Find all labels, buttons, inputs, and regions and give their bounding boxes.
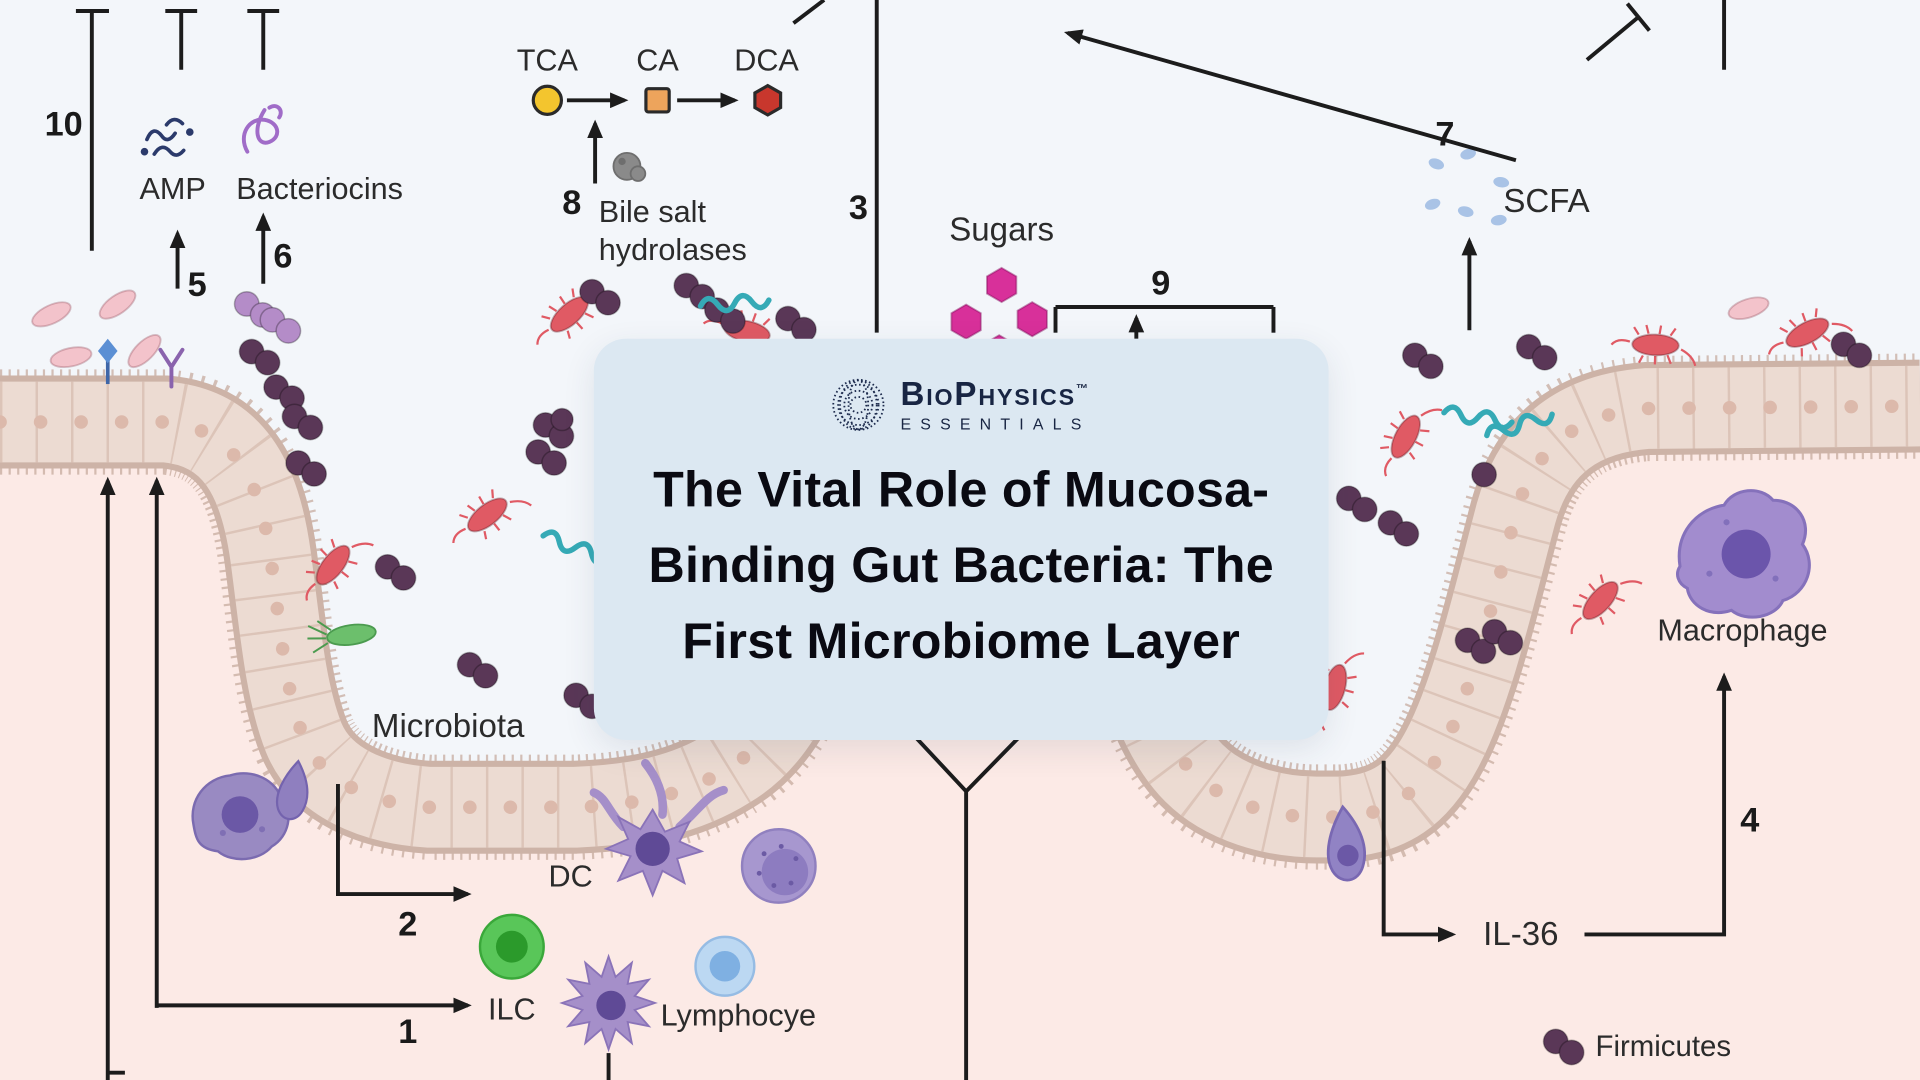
- label-sugars: Sugars: [949, 210, 1055, 248]
- label-dc: DC: [548, 859, 593, 894]
- brand-tm: ™: [1075, 382, 1089, 397]
- green-rod-bacterium: [307, 620, 377, 654]
- label-dca: DCA: [734, 43, 799, 78]
- bacteriocin-peptide-icon: [241, 104, 283, 154]
- step-number-9: 9: [1151, 264, 1171, 302]
- step-number-3: 3: [848, 188, 868, 227]
- goblet-cell: [275, 759, 309, 821]
- label-tca: TCA: [516, 43, 578, 78]
- title-line-2: Binding Gut Bacteria: The: [648, 536, 1274, 594]
- label-bile-salt-line1: Bile salt: [598, 195, 706, 230]
- tca-molecule-icon: [531, 84, 564, 116]
- spiky-dendritic-cell: [559, 953, 658, 1053]
- step-number-6: 6: [273, 237, 293, 276]
- label-ca: CA: [636, 43, 679, 78]
- brand-name: BioPhysics™: [900, 375, 1089, 413]
- receptor-y-icon: [158, 347, 185, 389]
- label-firmicutes: Firmicutes: [1595, 1030, 1732, 1064]
- brand-subtitle: ESSENTIALS: [900, 414, 1091, 433]
- step-number-8: 8: [562, 183, 582, 222]
- ilc-cell: [478, 913, 545, 980]
- dca-molecule-icon: [753, 83, 783, 117]
- title-line-3: First Microbiome Layer: [682, 612, 1241, 670]
- label-lymphocyte: Lymphocye: [660, 998, 817, 1034]
- amp-peptides-icon: [140, 117, 194, 157]
- step-number-7: 7: [1435, 114, 1455, 153]
- step-number-5: 5: [187, 265, 207, 304]
- bile-salt-hydrolase-enzyme-icon: [612, 151, 647, 182]
- speckled-immune-cell: [740, 828, 817, 904]
- page-title: The Vital Role of Mucosa- Binding Gut Ba…: [649, 451, 1274, 678]
- bacteria-layer: [27, 271, 1873, 737]
- dendritic-cell: [589, 758, 728, 898]
- brand-text: BioPhysics™ ESSENTIALS: [900, 375, 1091, 433]
- ca-molecule-icon: [644, 87, 671, 114]
- label-macrophage: Macrophage: [1657, 613, 1828, 648]
- label-scfa: SCFA: [1503, 182, 1590, 220]
- label-bacteriocins: Bacteriocins: [236, 171, 403, 207]
- immune-cell-amoeboid: [191, 772, 290, 861]
- lymphocyte-cell: [694, 935, 756, 997]
- label-microbiota: Microbiota: [371, 707, 525, 745]
- brand-lockup: BioPhysics™ ESSENTIALS: [832, 375, 1091, 433]
- receptor-diamond-icon: [97, 338, 118, 385]
- migrating-immune-cell: [1326, 804, 1367, 882]
- label-il36: IL-36: [1483, 915, 1559, 953]
- label-bile-salt-line2: hydrolases: [598, 233, 747, 268]
- step-number-10: 10: [44, 105, 83, 143]
- label-ilc: ILC: [488, 992, 536, 1027]
- step-number-2: 2: [398, 904, 418, 943]
- brand-logo-icon: [832, 378, 885, 431]
- macrophage-cell: [1676, 489, 1811, 619]
- title-card: BioPhysics™ ESSENTIALS The Vital Role of…: [593, 338, 1329, 740]
- label-amp: AMP: [139, 171, 206, 207]
- step-number-1: 1: [398, 1012, 418, 1051]
- step-number-4: 4: [1740, 801, 1760, 839]
- title-line-1: The Vital Role of Mucosa-: [653, 461, 1270, 518]
- tissue-background: [0, 406, 1920, 1080]
- pathway-lines: [75, 0, 1732, 1080]
